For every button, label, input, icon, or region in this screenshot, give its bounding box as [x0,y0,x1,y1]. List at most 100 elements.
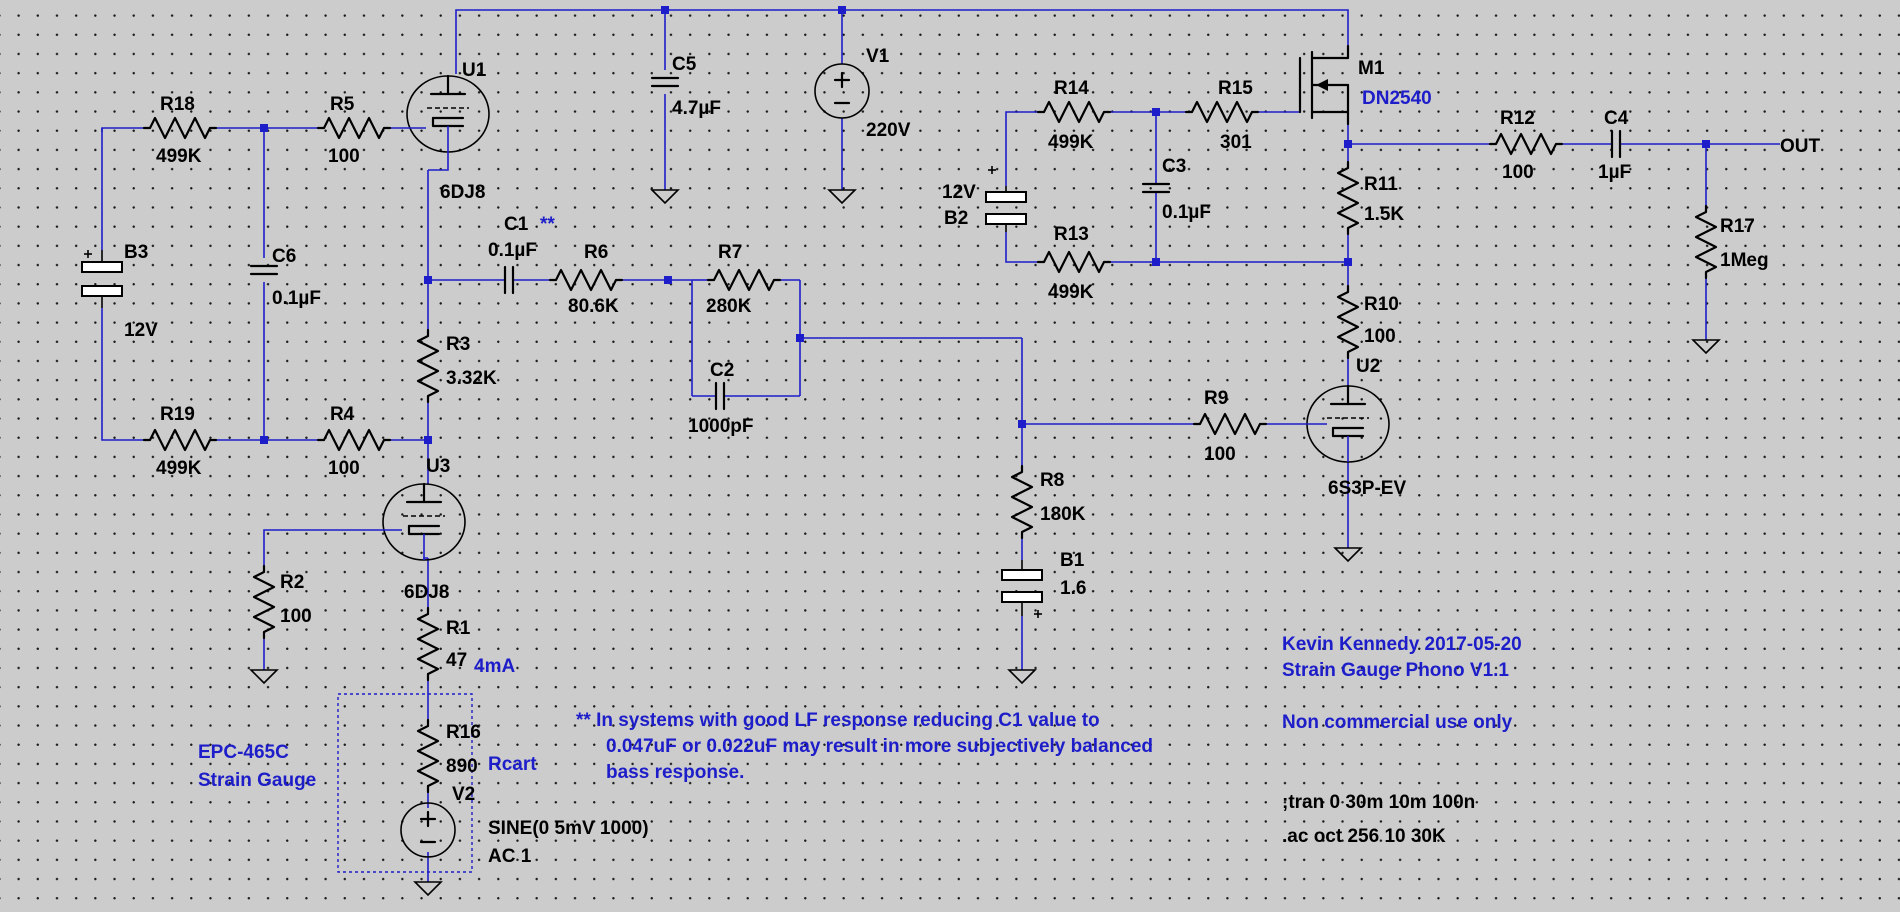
resistor-r9[interactable] [1192,412,1268,436]
voltage-source-v1[interactable] [814,63,870,119]
resistor-r14[interactable] [1036,100,1112,124]
license-note: Non commercial use only [1282,712,1513,733]
resistor-r10[interactable] [1336,284,1360,360]
label-r19-value: 499K [156,458,202,479]
label-v1-ref: V1 [866,46,890,67]
annotations: ** 4mA Rcart EPC-465C Strain Gauge ** In… [198,214,1522,847]
label-b1-value: 1.6 [1060,578,1086,599]
resistor-r13[interactable] [1036,250,1112,274]
resistor-r5[interactable] [316,116,392,140]
resistor-r3[interactable] [416,328,440,404]
resistor-r12[interactable] [1488,132,1564,156]
resistor-r4[interactable] [316,428,392,452]
label-c1-value: 0.1µF [488,240,537,261]
capacitor-c5[interactable] [650,76,680,88]
ac-directive: .ac oct 256 10 30K [1282,826,1446,847]
label-b3-ref: B3 [124,242,148,263]
junctions [260,6,1710,444]
label-r7-ref: R7 [718,242,742,263]
label-c5-value: 4.7µF [672,98,721,119]
label-r6-value: 80.6K [568,296,619,317]
label-r1-ref: R1 [446,618,471,639]
label-r15-ref: R15 [1218,78,1253,99]
label-u1-ref: U1 [462,60,487,81]
capacitor-c2[interactable] [714,381,726,411]
tube-u1[interactable] [405,74,491,171]
label-r18-ref: R18 [160,94,195,115]
label-u1-value: 6DJ8 [440,182,485,203]
label-r4-value: 100 [328,458,360,479]
resistor-r17[interactable] [1694,204,1718,280]
label-r5-ref: R5 [330,94,355,115]
resistor-r11[interactable] [1336,160,1360,236]
label-r16-ref: R16 [446,722,481,743]
resistor-r2[interactable] [252,564,276,640]
label-r17-value: 1Meg [1720,250,1769,271]
resistor-r19[interactable] [142,428,218,452]
resistor-r6[interactable] [548,268,624,292]
tube-u2[interactable] [1305,384,1391,464]
label-b3-value: 12V [124,320,158,341]
label-r2-ref: R2 [280,572,304,593]
tran-directive: ;tran 0 30m 10m 100n [1282,792,1475,813]
label-r10-value: 100 [1364,326,1396,347]
label-b2-value: 12V [942,182,976,203]
c1-footnote-marker: ** [540,214,555,235]
label-r9-value: 100 [1204,444,1236,465]
capacitor-c6[interactable] [249,264,279,276]
resistor-r15[interactable] [1184,100,1260,124]
label-c2-value: 1000pF [688,416,753,437]
label-r12-ref: R12 [1500,108,1535,129]
resistor-r8[interactable] [1010,464,1034,540]
label-b2-ref: B2 [944,208,968,229]
label-m1-ref: M1 [1358,58,1385,79]
label-r14-value: 499K [1048,132,1094,153]
label-v2-value: SINE(0 5mV 1000) [488,818,649,839]
battery-b3[interactable] [81,250,123,308]
mosfet-m1[interactable] [1298,44,1350,126]
cartridge-name: EPC-465C [198,742,289,763]
resistor-r18[interactable] [142,116,218,140]
capacitor-c3[interactable] [1141,182,1171,194]
tube-u3[interactable] [381,482,467,562]
label-r7-value: 280K [706,296,752,317]
resistor-r7[interactable] [706,268,782,292]
label-r16-value: 890 [446,756,478,777]
label-r18-value: 499K [156,146,202,167]
label-r2-value: 100 [280,606,312,627]
author-line: Kevin Kennedy 2017-05-20 [1282,634,1522,655]
label-r6-ref: R6 [584,242,608,263]
label-c6-ref: C6 [272,246,296,267]
resistor-r16[interactable] [416,718,440,794]
label-r19-ref: R19 [160,404,195,425]
label-r11-ref: R11 [1364,174,1398,195]
capacitor-c1[interactable] [503,265,515,295]
label-c3-ref: C3 [1162,156,1186,177]
label-u3-ref: U3 [426,456,450,477]
label-c3-value: 0.1µF [1162,202,1211,223]
battery-b1[interactable] [1001,560,1043,618]
title-line: Strain Gauge Phono V1.1 [1282,660,1509,681]
label-r9-ref: R9 [1204,388,1228,409]
label-v2-ref: V2 [452,784,475,805]
cartridge-box [337,693,473,873]
label-r1-value: 47 [446,650,467,671]
label-r15-value: 301 [1220,132,1252,153]
battery-b2[interactable] [985,166,1027,232]
resistor-r1[interactable] [416,606,440,682]
label-r4-ref: R4 [330,404,355,425]
label-u2-value: 6S3P-EV [1328,478,1406,499]
label-c6-value: 0.1µF [272,288,321,309]
label-r13-value: 499K [1048,282,1094,303]
label-r10-ref: R10 [1364,294,1399,315]
footnote-line-1: ** In systems with good LF response redu… [576,710,1100,731]
cartridge-type: Strain Gauge [198,770,316,791]
capacitor-c4[interactable] [1610,129,1622,159]
label-r17-ref: R17 [1720,216,1755,237]
label-u2-ref: U2 [1356,356,1380,377]
label-r11-value: 1.5K [1364,204,1404,225]
voltage-source-v2[interactable] [400,802,456,858]
rcart-note: Rcart [488,754,537,775]
